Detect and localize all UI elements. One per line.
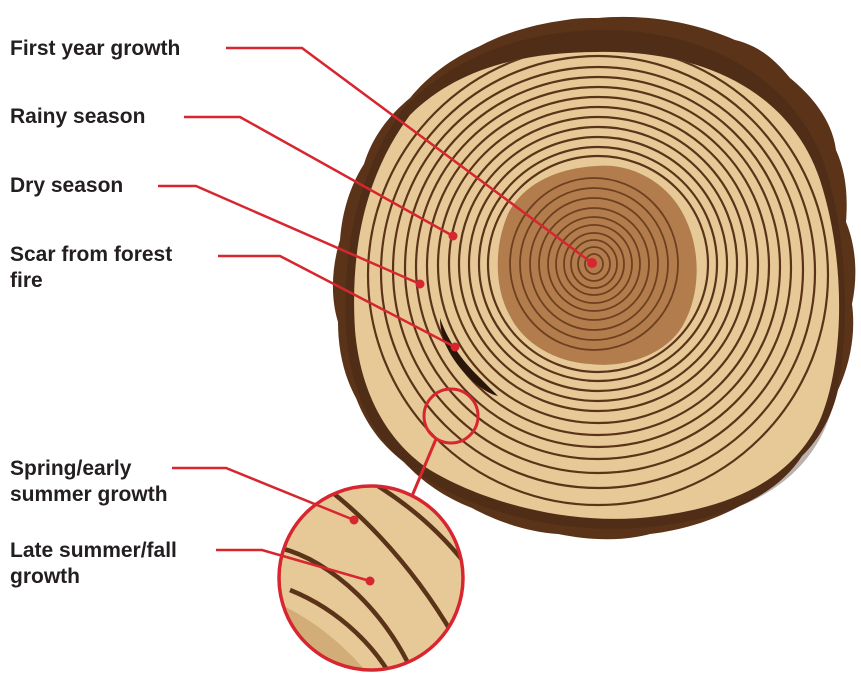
- label-dry-season: Dry season: [10, 174, 124, 197]
- label-late-summer-fall-growth: Late summer/fall growth: [10, 538, 177, 590]
- magnify-source-circle: [422, 387, 480, 445]
- label-late-line1: Late summer/fall: [10, 539, 177, 562]
- leader-first-year: [226, 46, 593, 265]
- leader-late: [216, 548, 371, 583]
- heartwood: [497, 165, 697, 365]
- leader-lines: [158, 46, 593, 583]
- label-scar-line1: Scar from forest: [10, 243, 173, 266]
- label-spring-line1: Spring/early: [10, 457, 132, 480]
- label-spring-line2: summer growth: [10, 483, 168, 506]
- label-first-year-growth: First year growth: [10, 37, 181, 60]
- label-late-line2: growth: [10, 565, 80, 588]
- label-scar-from-forest-fire: Scar from forest fire: [10, 242, 172, 294]
- leader-dots: [349, 231, 597, 586]
- magnified-detail: [279, 486, 463, 670]
- leader-spring: [172, 466, 355, 522]
- label-rainy-season: Rainy season: [10, 105, 146, 128]
- heartwood-rings: [509, 177, 679, 351]
- leader-dry: [158, 184, 421, 286]
- label-scar-line2: fire: [10, 269, 43, 292]
- label-spring-early-summer-growth: Spring/early summer growth: [10, 456, 168, 508]
- growth-rings: [366, 51, 830, 507]
- leader-rainy: [184, 115, 454, 238]
- leader-scar: [218, 254, 456, 349]
